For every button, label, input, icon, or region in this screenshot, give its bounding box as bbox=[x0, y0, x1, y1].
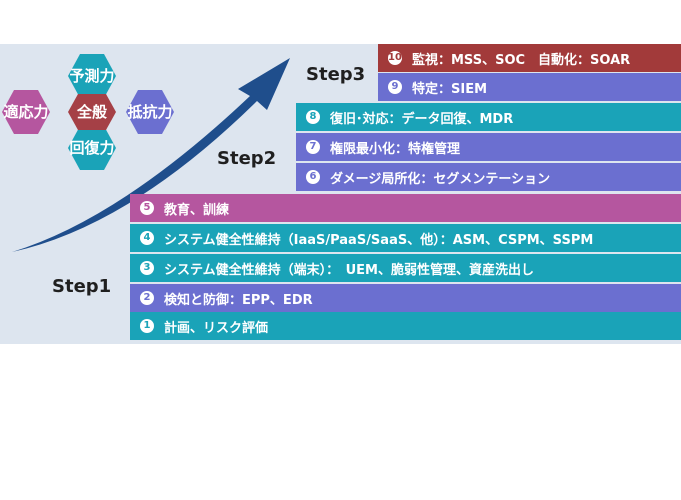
step-item-3: 3 システム健全性維持（端末）： UEM、脆弱性管理、資産洗出し bbox=[130, 254, 681, 282]
step-item-1: 1 計画、リスク評価 bbox=[130, 312, 681, 340]
item-number-badge: 6 bbox=[306, 170, 320, 184]
item-number-badge: 2 bbox=[140, 291, 154, 305]
hexagon-center-label: 全般 bbox=[76, 103, 107, 121]
item-number-badge: 1 bbox=[140, 319, 154, 333]
hexagon-right-label: 抵抗力 bbox=[127, 103, 172, 121]
step1-label: Step1 bbox=[52, 276, 112, 297]
hexagon-right bbox=[126, 90, 174, 134]
item-text: 計画、リスク評価 bbox=[164, 320, 269, 336]
growth-arrow bbox=[12, 58, 290, 252]
hexagon-left bbox=[2, 90, 50, 134]
item-number-badge: 4 bbox=[140, 231, 154, 245]
step3-label: Step3 bbox=[306, 64, 366, 85]
step-item-6: 6 ダメージ局所化：セグメンテーション bbox=[296, 163, 681, 191]
item-number-badge: 8 bbox=[306, 110, 320, 124]
step2-label: Step2 bbox=[217, 148, 277, 169]
step-item-9: 9 特定：SIEM bbox=[378, 73, 681, 101]
item-number-badge: 5 bbox=[140, 201, 154, 215]
hexagon-top-label: 予測力 bbox=[69, 67, 114, 85]
item-text: 権限最小化：特権管理 bbox=[330, 141, 461, 157]
item-text: 復旧･対応：データ回復、MDR bbox=[330, 111, 514, 127]
step-item-5: 5 教育、訓練 bbox=[130, 194, 681, 222]
step-item-10: 10 監視：MSS、SOC 自動化：SOAR bbox=[378, 44, 681, 72]
step-item-4: 4 システム健全性維持（IaaS/PaaS/SaaS、他）：ASM、CSPM、S… bbox=[130, 224, 681, 252]
item-number-badge: 9 bbox=[388, 80, 402, 94]
item-text: システム健全性維持（IaaS/PaaS/SaaS、他）：ASM、CSPM、SSP… bbox=[164, 232, 594, 248]
step-item-2: 2 検知と防御：EPP、EDR bbox=[130, 284, 681, 312]
hexagon-center bbox=[68, 94, 116, 130]
step-item-7: 7 権限最小化：特権管理 bbox=[296, 133, 681, 161]
item-number-badge: 7 bbox=[306, 140, 320, 154]
hexagon-top bbox=[68, 54, 116, 98]
resilience-hexagons: 予測力 適応力 抵抗力 回復力 全般 bbox=[2, 54, 174, 170]
item-text: システム健全性維持（端末）： UEM、脆弱性管理、資産洗出し bbox=[164, 262, 534, 278]
item-text: 検知と防御：EPP、EDR bbox=[164, 292, 313, 308]
item-text: 特定：SIEM bbox=[412, 81, 488, 97]
hexagon-left-label: 適応力 bbox=[3, 103, 48, 121]
item-text: ダメージ局所化：セグメンテーション bbox=[330, 171, 551, 187]
item-number-badge: 3 bbox=[140, 261, 154, 275]
item-number-badge: 10 bbox=[388, 51, 402, 65]
step-item-8: 8 復旧･対応：データ回復、MDR bbox=[296, 103, 681, 131]
hexagon-bottom-label: 回復力 bbox=[69, 139, 114, 157]
item-text: 監視：MSS、SOC 自動化：SOAR bbox=[412, 52, 631, 68]
item-text: 教育、訓練 bbox=[164, 202, 230, 218]
hexagon-bottom bbox=[68, 126, 116, 170]
